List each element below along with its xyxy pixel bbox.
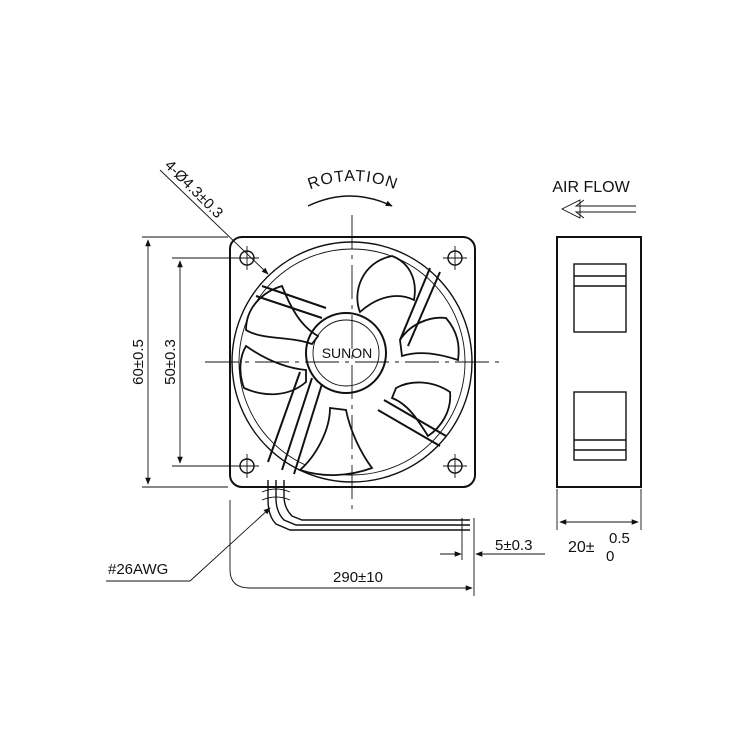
hole-spec-label: 4-Ø4.3±0.3	[161, 157, 226, 222]
rotation-indicator: ROTATION	[306, 168, 401, 207]
side-window-bottom-bands	[574, 439, 626, 451]
hole-pitch-dimension: 50±0.3	[162, 257, 240, 467]
hole-crosshairs	[235, 246, 467, 478]
strut-top-left	[261, 285, 327, 309]
thickness-lower-tolerance: 0	[606, 548, 614, 565]
lead-wire-2	[275, 480, 470, 526]
rotation-label: ROTATION	[306, 168, 401, 193]
outer-size-label: 60±0.5	[130, 339, 147, 385]
lead-wire-1	[267, 480, 470, 531]
side-window-top-bands	[574, 275, 626, 287]
thickness-upper-tolerance: 0.5	[609, 530, 630, 547]
front-view: SUNON	[205, 215, 500, 510]
blade-top	[356, 255, 416, 314]
wire-break-marks	[261, 488, 291, 501]
strut-bottom-right	[383, 399, 447, 437]
motor-hub	[305, 312, 387, 394]
wire-gauge-label: #26AWG	[108, 561, 168, 578]
blade-right-lower	[390, 381, 452, 438]
lead-length-dimension: 290±10	[229, 500, 475, 596]
blade-bottom	[298, 406, 374, 476]
wire-gauge-leader	[106, 507, 271, 582]
hub-inner-ring	[312, 319, 380, 387]
strut-top-right	[399, 267, 431, 341]
air-flow-label: AIR FLOW	[552, 179, 630, 196]
thickness-extension-lines	[556, 489, 642, 530]
air-flow-indicator: AIR FLOW	[552, 179, 636, 219]
blade-left-lower	[239, 344, 307, 396]
side-frame	[556, 236, 642, 488]
hole-spec-leader	[159, 169, 269, 275]
strut-bottom-right-2	[377, 409, 441, 447]
air-flow-arrow-shaft	[574, 199, 636, 219]
wire-channel-mid	[281, 377, 313, 471]
motor-struts	[255, 267, 447, 475]
side-window-bottom	[573, 391, 627, 461]
hole-spec-callout: 4-Ø4.3±0.3	[159, 157, 269, 275]
hole-pitch-extension-lines	[172, 257, 240, 467]
wire-channel-right	[293, 383, 323, 475]
wire-channel-left	[267, 371, 301, 463]
lead-length-label: 290±10	[333, 569, 383, 586]
lead-wires	[261, 480, 470, 532]
side-window-top	[573, 263, 627, 333]
strut-top-right-2	[407, 271, 441, 347]
wire-gauge-callout: #26AWG	[106, 507, 271, 582]
fan-blades	[239, 255, 460, 476]
air-flow-arrow-head	[560, 199, 581, 219]
rotation-arrow	[307, 195, 393, 207]
thickness-base-label: 20±	[568, 539, 595, 556]
hole-pitch-label: 50±0.3	[162, 339, 179, 385]
lead-length-arrow	[229, 500, 473, 591]
strip-length-dimension: 5±0.3	[440, 518, 545, 560]
outer-size-extension-lines	[142, 236, 228, 488]
blade-left-upper	[245, 284, 320, 346]
strip-length-extension-lines	[461, 518, 475, 560]
brand-label: SUNON	[322, 345, 373, 361]
outer-size-dimension: 60±0.5	[130, 236, 228, 488]
blade-right-upper	[399, 316, 460, 362]
thickness-dimension: 20± 0.5 0	[556, 489, 642, 565]
side-view	[556, 236, 642, 488]
strip-length-label: 5±0.3	[495, 537, 532, 554]
strut-top-left-2	[255, 295, 323, 319]
lead-wire-3	[283, 480, 470, 521]
